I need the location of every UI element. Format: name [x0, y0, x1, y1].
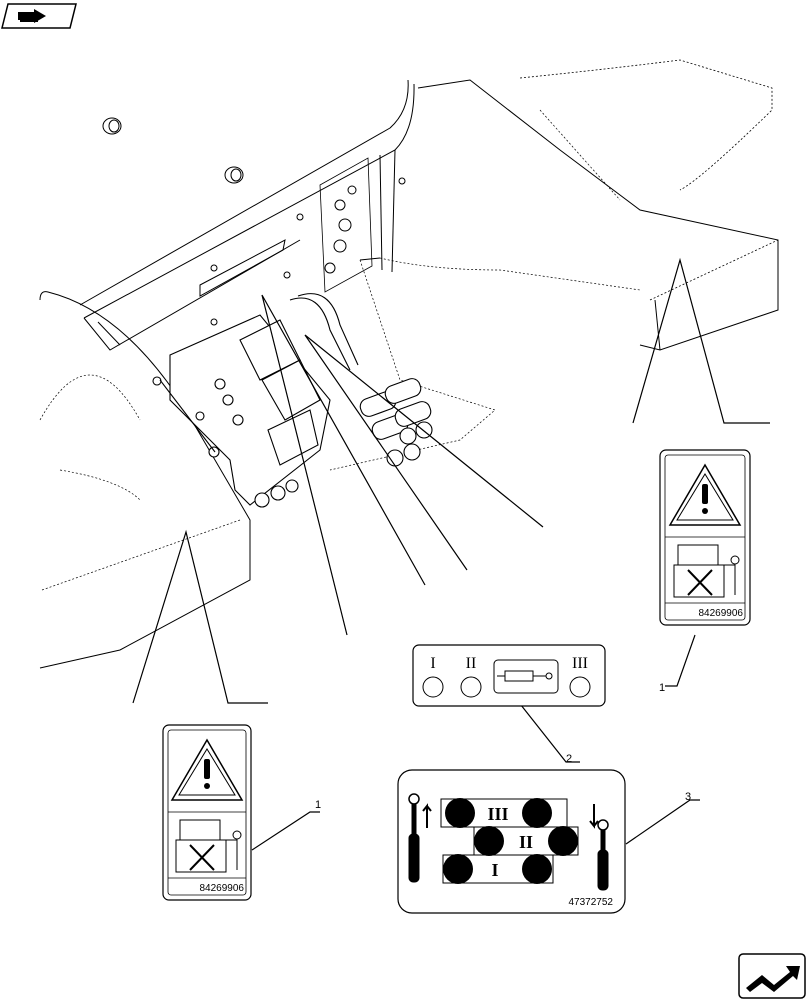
- warning-decal-lower: 84269906: [162, 724, 252, 901]
- position-label-2: II: [466, 655, 477, 672]
- lever-position-decal: III II I 47372752: [397, 769, 626, 914]
- part-number: 84269906: [699, 608, 744, 619]
- cylinder-icon: [493, 659, 559, 694]
- part-number: 84269906: [200, 883, 245, 894]
- coupler-group: [359, 378, 433, 467]
- lever-label-3: III: [487, 804, 508, 824]
- lever-decal-part-number: 47372752: [569, 897, 614, 908]
- remote-valve-assembly: [152, 293, 433, 508]
- callout-3: 3: [685, 791, 691, 803]
- book-arrow-icon[interactable]: [1, 3, 77, 29]
- position-label-1: I: [430, 655, 435, 672]
- warning-triangle-icon: [668, 463, 742, 526]
- remote-valve-decal: I II III: [412, 644, 606, 707]
- next-page-arrow-icon[interactable]: [738, 953, 806, 999]
- lever-label-1: I: [491, 860, 498, 880]
- warning-triangle-icon: [170, 738, 244, 801]
- tractor-hazard-icon: [175, 819, 242, 873]
- cylinder-raise-icon: [408, 793, 432, 883]
- callout-1-upper: 1: [659, 682, 665, 694]
- position-label-3: III: [572, 655, 588, 672]
- callout-2: 2: [566, 753, 572, 765]
- cylinder-lower-icon: [589, 804, 609, 891]
- callout-1-lower: 1: [315, 799, 321, 811]
- lever-label-2: II: [519, 832, 533, 852]
- tractor-hazard-icon: [673, 544, 740, 598]
- leader-lines: [132, 257, 770, 851]
- warning-decal-upper: 84269906: [659, 449, 751, 626]
